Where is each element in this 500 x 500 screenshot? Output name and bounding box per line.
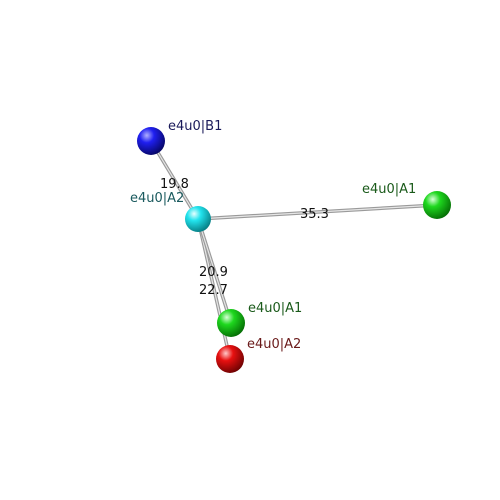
node-a2-center-label: e4u0|A2	[130, 191, 184, 206]
node-a2-center-sphere	[185, 206, 211, 232]
distance-a2-a1-right: 35.3	[300, 207, 329, 222]
edge-a2-a2-red	[196, 218, 232, 360]
node-a1-right-sphere	[423, 191, 451, 219]
node-a2-red-label: e4u0|A2	[247, 337, 301, 352]
edge-a2-a1-right	[197, 203, 438, 221]
node-b1-sphere	[137, 127, 165, 155]
node-b1-label: e4u0|B1	[168, 119, 222, 134]
node-a1-lower-label: e4u0|A1	[248, 301, 302, 316]
distance-a2-a1-lower: 20.9	[199, 265, 228, 280]
edge-a2-a1-lower	[196, 218, 233, 324]
distance-b1-a2: 19.8	[160, 177, 189, 192]
distance-a2-a2-red: 22.7	[199, 283, 228, 298]
node-a1-lower-sphere	[217, 309, 245, 337]
node-a2-red-sphere	[216, 345, 244, 373]
edge-b1-a2	[149, 140, 200, 220]
node-a1-right-label: e4u0|A1	[362, 182, 416, 197]
